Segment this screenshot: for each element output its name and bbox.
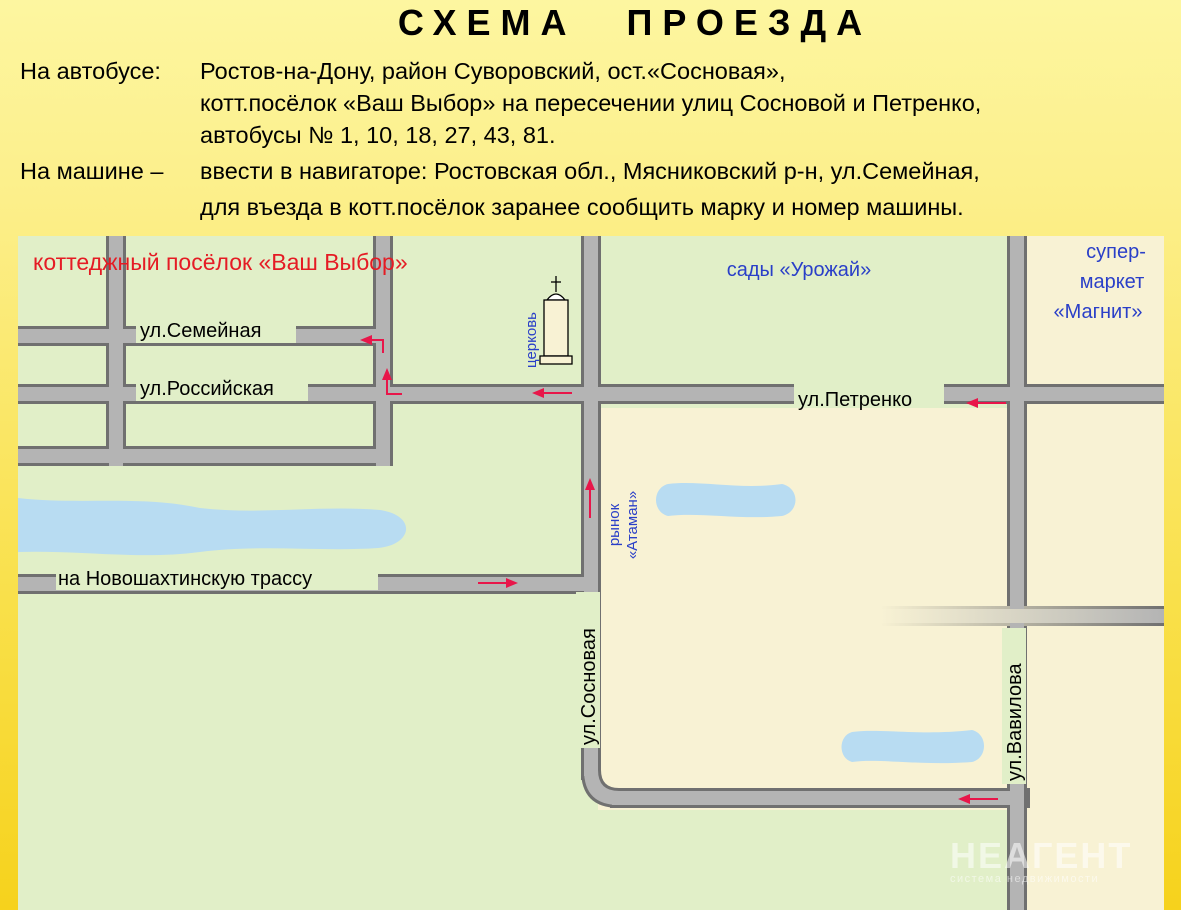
supermarket-label-1: супер-	[1086, 241, 1146, 263]
car-line-1: ввести в навигаторе: Ростовская обл., Мя…	[200, 158, 980, 184]
road-east-side	[880, 609, 1164, 623]
road-vavilova	[1010, 236, 1024, 910]
map-labels: коттеджный посёлок «Ваш Выбор» сады «Уро…	[33, 241, 1146, 784]
road-village-south	[18, 449, 390, 463]
supermarket-label-2: маркет	[1080, 271, 1145, 293]
east-block	[1026, 408, 1164, 910]
church-label: церковь	[523, 312, 540, 368]
road-south	[612, 791, 1024, 805]
road-west-alley	[109, 236, 123, 466]
street-highway: на Новошахтинскую трассу	[58, 568, 312, 590]
church-base	[539, 355, 573, 365]
page-title: СХЕМА ПРОЕЗДА	[397, 2, 873, 43]
arrow-semeynaya-turn	[360, 335, 384, 353]
church-building	[539, 276, 573, 365]
watermark-tagline: система недвижимости	[950, 873, 1100, 885]
market-label-1: рынок	[606, 503, 623, 546]
arrow-village-turn	[382, 368, 402, 395]
pond-south	[841, 730, 984, 764]
lake-west	[18, 498, 407, 556]
village-label: коттеджный посёлок «Ваш Выбор»	[33, 249, 408, 275]
arrow-petrenko-east	[966, 398, 1006, 408]
arrow-petrenko-west	[532, 388, 572, 398]
car-label: На машине –	[20, 158, 164, 184]
bus-line-2: котт.посёлок «Ваш Выбор» на пересечении …	[200, 90, 982, 116]
supermarket-block	[1026, 236, 1164, 408]
street-semeynaya: ул.Семейная	[140, 320, 261, 342]
direction-arrows	[360, 335, 1006, 804]
road-sosnovaya-curve	[584, 770, 619, 805]
car-line-2: для въезда в котт.посёлок заранее сообщи…	[200, 194, 964, 220]
arrow-sosnovaya-north	[585, 478, 595, 518]
street-petrenko: ул.Петренко	[798, 389, 912, 411]
street-sosnovaya: ул.Сосновая	[578, 628, 600, 745]
market-label-2: «Атаман»	[624, 491, 641, 559]
church-tower	[543, 299, 569, 357]
supermarket-label-3: «Магнит»	[1054, 301, 1143, 323]
bus-label: На автобусе:	[20, 58, 161, 84]
water-bodies	[18, 483, 984, 764]
pond-market	[656, 483, 796, 518]
bus-line-1: Ростов-на-Дону, район Суворовский, ост.«…	[200, 58, 786, 84]
arrow-highway-east	[478, 578, 518, 588]
watermark-brand: НЕАГЕНТ	[950, 835, 1133, 876]
bus-line-3: автобусы № 1, 10, 18, 27, 43, 81.	[200, 122, 556, 148]
watermark: НЕАГЕНТ система недвижимости	[950, 835, 1132, 885]
street-rossiyskaya: ул.Российская	[140, 378, 274, 400]
arrow-south-west	[958, 794, 998, 804]
gardens-label: сады «Урожай»	[727, 259, 871, 281]
street-vavilova: ул.Вавилова	[1004, 663, 1026, 781]
